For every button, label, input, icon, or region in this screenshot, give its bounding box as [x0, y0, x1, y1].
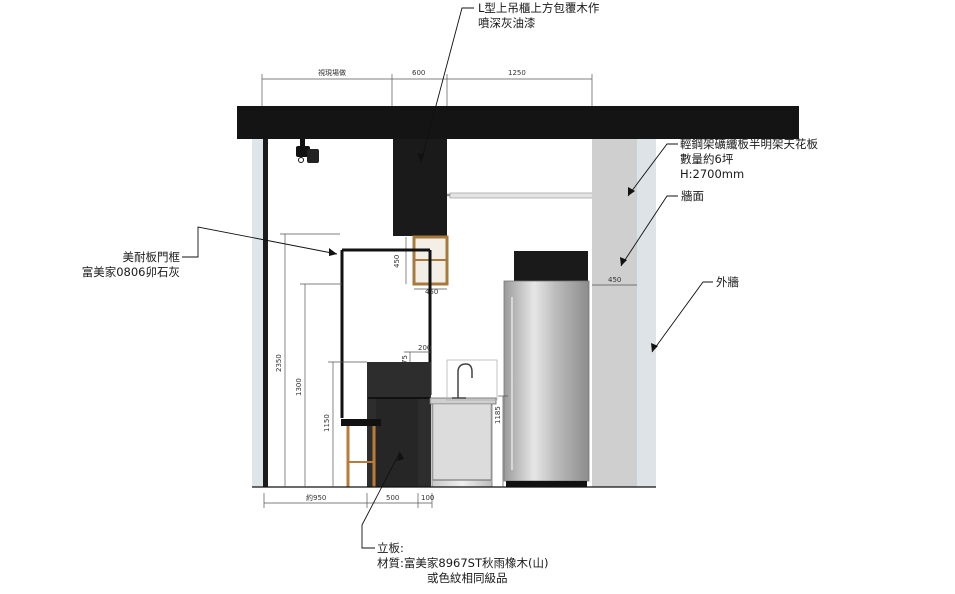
dim-1185: 1185	[494, 406, 502, 424]
dim-b-100: 100	[421, 494, 434, 502]
callout-vertical-panel: 立板: 材質:富美家8967ST秋雨橡木(山) 或色紋相同級品	[377, 541, 548, 586]
refrigerator	[503, 280, 590, 487]
dim-top-600: 600	[412, 69, 425, 77]
callout-door-frame: 美耐板門框 富美家0806卯石灰	[78, 250, 180, 280]
dim-top-field: 視現場做	[318, 68, 346, 77]
callout-ceiling-line1: 輕鋼架礦纖板半明架天花板	[680, 137, 818, 151]
dim-2350: 2350	[275, 354, 283, 372]
top-dimension	[261, 74, 593, 108]
dim-b-500: 500	[386, 494, 399, 502]
counter-panel	[376, 398, 418, 487]
callout-wall-face: 牆面	[681, 189, 704, 203]
callout-ceiling-line3: H:2700mm	[680, 167, 745, 181]
leader-arrowheads	[329, 153, 658, 461]
bar-stool	[341, 419, 381, 487]
dim-cab-w: 450	[425, 288, 438, 296]
faucet-icon	[452, 363, 473, 399]
dim-200: 200	[418, 344, 431, 352]
leader-lines	[182, 7, 713, 549]
callout-door-frame-line1: 美耐板門框	[122, 250, 181, 264]
tall-cabinet-top	[514, 251, 588, 283]
callout-ceiling: 輕鋼架礦纖板半明架天花板 數量約6坪 H:2700mm	[680, 137, 818, 182]
dim-1150: 1150	[323, 414, 331, 432]
wall-column	[592, 139, 637, 487]
left-wall	[252, 139, 264, 487]
dim-top-1250: 1250	[508, 69, 526, 77]
dim-75: 75	[401, 355, 409, 364]
dim-wall-w: 450	[608, 276, 621, 284]
callout-vertical-panel-line1: 立板:	[377, 541, 404, 555]
vertical-dimensions	[280, 233, 508, 487]
callout-outer-wall: 外牆	[716, 275, 739, 289]
callout-ceiling-line2: 數量約6坪	[680, 152, 734, 166]
callout-vertical-panel-line3: 或色紋相同級品	[427, 571, 508, 585]
callout-vertical-panel-line2: 材質:富美家8967ST秋雨橡木(山)	[377, 556, 549, 570]
dim-b-950: 約950	[306, 493, 326, 502]
sink-splash	[446, 359, 498, 401]
dim-cab-h: 450	[393, 255, 401, 268]
dim-1300: 1300	[295, 378, 303, 396]
sink-cabinet	[429, 397, 497, 488]
outer-wall	[637, 139, 656, 487]
callout-upper-cabinet-line2: 噴深灰油漆	[478, 16, 536, 30]
spotlight-icon	[296, 139, 319, 163]
callout-upper-cabinet: L型上吊櫃上方包覆木作 噴深灰油漆	[478, 1, 599, 31]
bottom-dimension	[263, 493, 433, 508]
callout-upper-cabinet-line1: L型上吊櫃上方包覆木作	[478, 1, 600, 15]
callout-door-frame-line2: 富美家0806卯石灰	[81, 265, 180, 279]
left-wall-post	[263, 139, 268, 487]
ceiling-beam	[237, 106, 799, 139]
